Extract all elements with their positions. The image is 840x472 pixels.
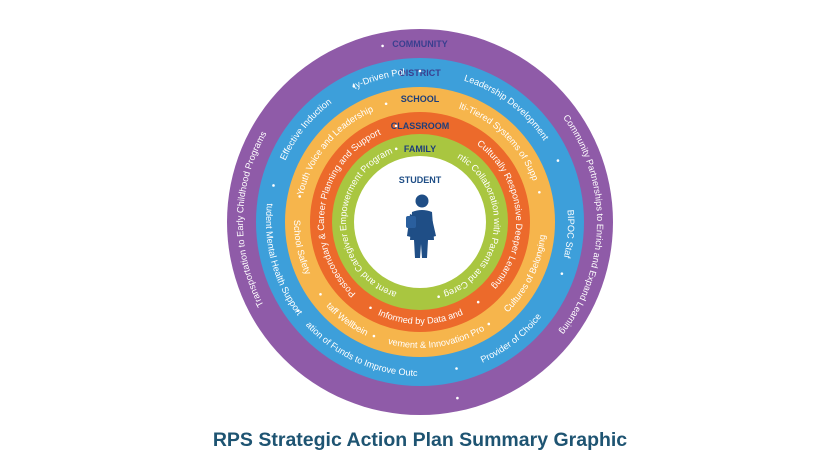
- school-ring-label: SCHOOL: [401, 94, 440, 104]
- student-label: STUDENT: [399, 175, 442, 185]
- separator-dot: [319, 293, 322, 296]
- separator-dot: [456, 396, 459, 400]
- separator-dot: [556, 159, 560, 162]
- separator-dot: [369, 306, 372, 310]
- separator-dot: [455, 367, 458, 370]
- separator-dot: [437, 295, 440, 299]
- separator-dot: [352, 84, 356, 88]
- separator-dot: [296, 309, 300, 313]
- separator-dot: [381, 44, 384, 48]
- separator-dot: [487, 322, 491, 326]
- separator-dot: [476, 300, 480, 304]
- separator-dot: [298, 195, 301, 198]
- district-ring-label: DISTRICT: [399, 68, 441, 78]
- graphic-title: RPS Strategic Action Plan Summary Graphi…: [212, 429, 628, 451]
- community-ring-label: COMMUNITY: [392, 39, 448, 49]
- separator-dot: [384, 102, 388, 106]
- student-figure-icon: [406, 194, 436, 258]
- separator-dot: [372, 334, 376, 338]
- separator-dot: [394, 124, 398, 128]
- separator-dot: [418, 69, 422, 73]
- family-ring-label: FAMILY: [404, 144, 436, 154]
- separator-dot: [560, 272, 564, 275]
- classroom-ring-label: CLASSROOM: [391, 121, 450, 131]
- separator-dot: [394, 147, 398, 151]
- separator-dot: [538, 190, 541, 194]
- separator-dot: [272, 184, 275, 187]
